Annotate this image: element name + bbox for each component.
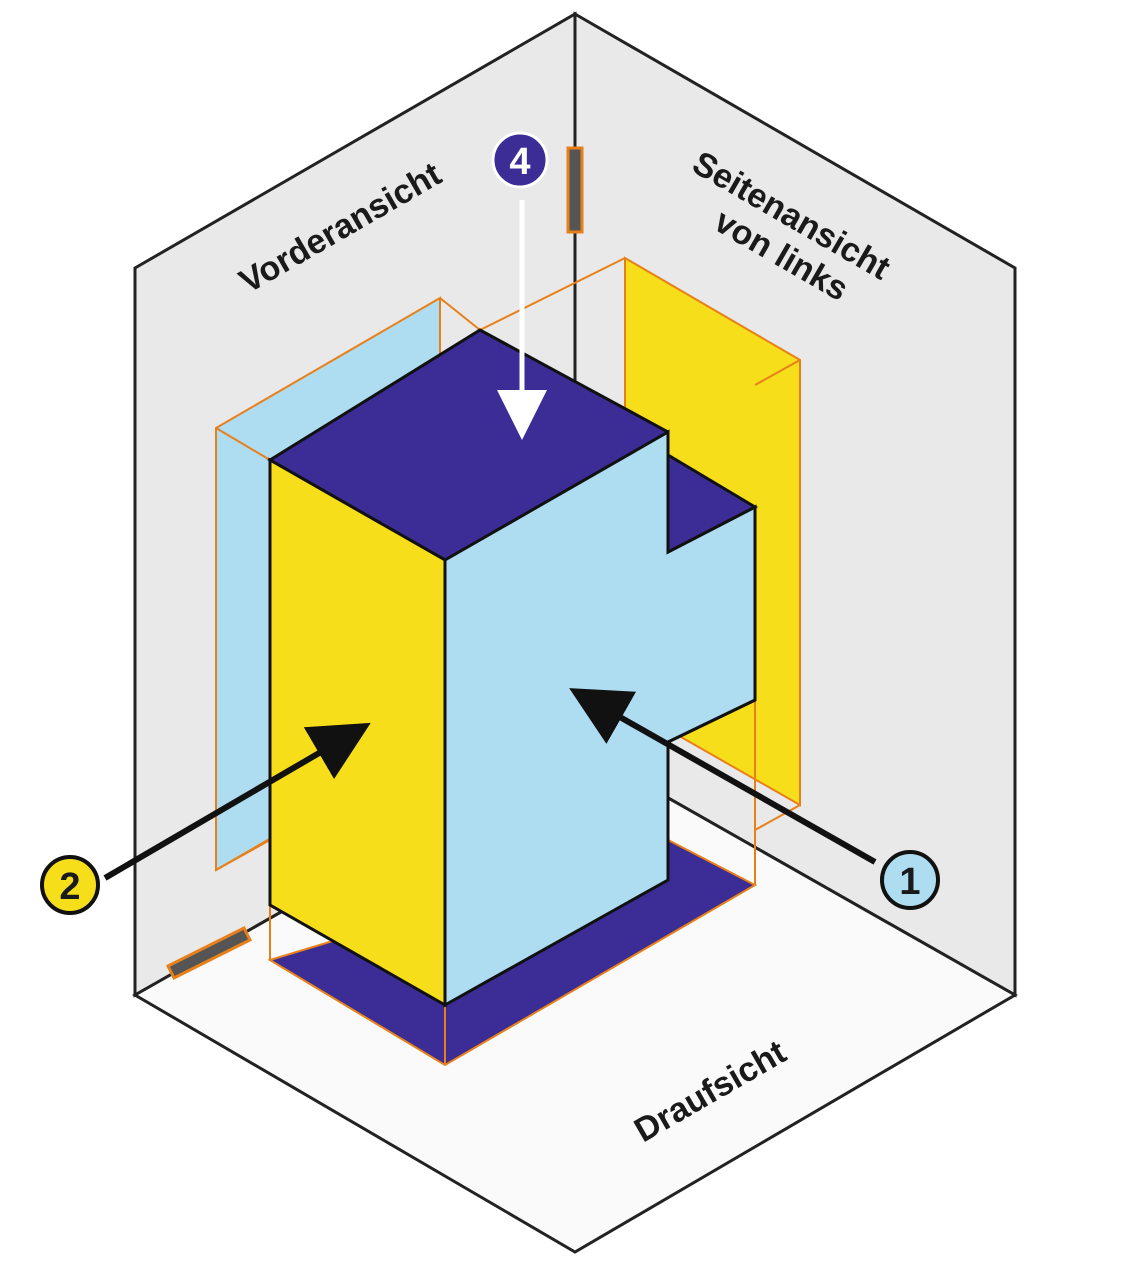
marker-2-text: 2 (59, 866, 80, 908)
marker-2: 2 (40, 855, 100, 915)
marker-1-text: 1 (899, 861, 920, 903)
wall-marker-vertical (566, 146, 584, 234)
body-step-top-face (666, 452, 759, 555)
arrow-1 (569, 688, 877, 865)
marker-4-text: 4 (509, 141, 530, 183)
marker-4: 4 (491, 131, 549, 189)
arrow-2 (103, 722, 371, 881)
marker-1: 1 (880, 850, 940, 910)
wall-marker-diagonal (165, 925, 253, 981)
